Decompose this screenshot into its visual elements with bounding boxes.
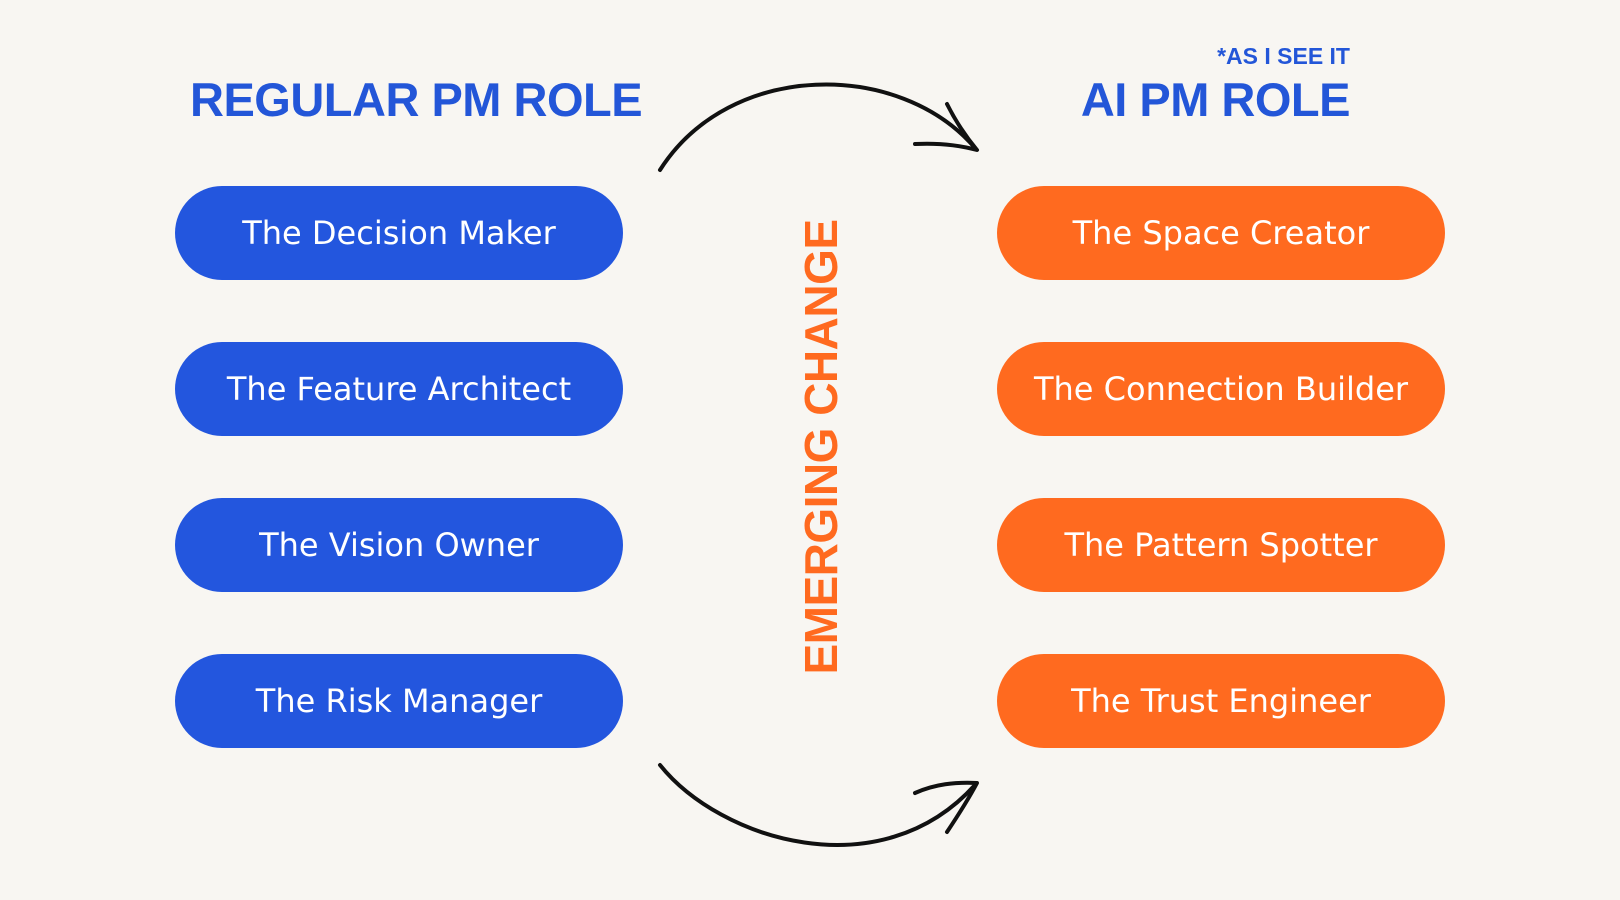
regular-role-pill-risk-manager: The Risk Manager — [175, 654, 623, 748]
regular-role-pill-decision-maker: The Decision Maker — [175, 186, 623, 280]
regular-pm-role-list: The Decision Maker The Feature Architect… — [175, 186, 623, 810]
regular-role-pill-feature-architect: The Feature Architect — [175, 342, 623, 436]
ai-role-pill-trust-engineer: The Trust Engineer — [997, 654, 1445, 748]
regular-pm-role-title: REGULAR PM ROLE — [190, 73, 643, 126]
ai-pm-role-list: The Space Creator The Connection Builder… — [997, 186, 1445, 810]
regular-role-pill-vision-owner: The Vision Owner — [175, 498, 623, 592]
ai-role-pill-connection-builder: The Connection Builder — [997, 342, 1445, 436]
as-i-see-it-note: *AS I SEE IT — [1217, 43, 1350, 69]
ai-pm-role-title: AI PM ROLE — [1080, 73, 1351, 126]
ai-role-pill-space-creator: The Space Creator — [997, 186, 1445, 280]
ai-role-pill-pattern-spotter: The Pattern Spotter — [997, 498, 1445, 592]
